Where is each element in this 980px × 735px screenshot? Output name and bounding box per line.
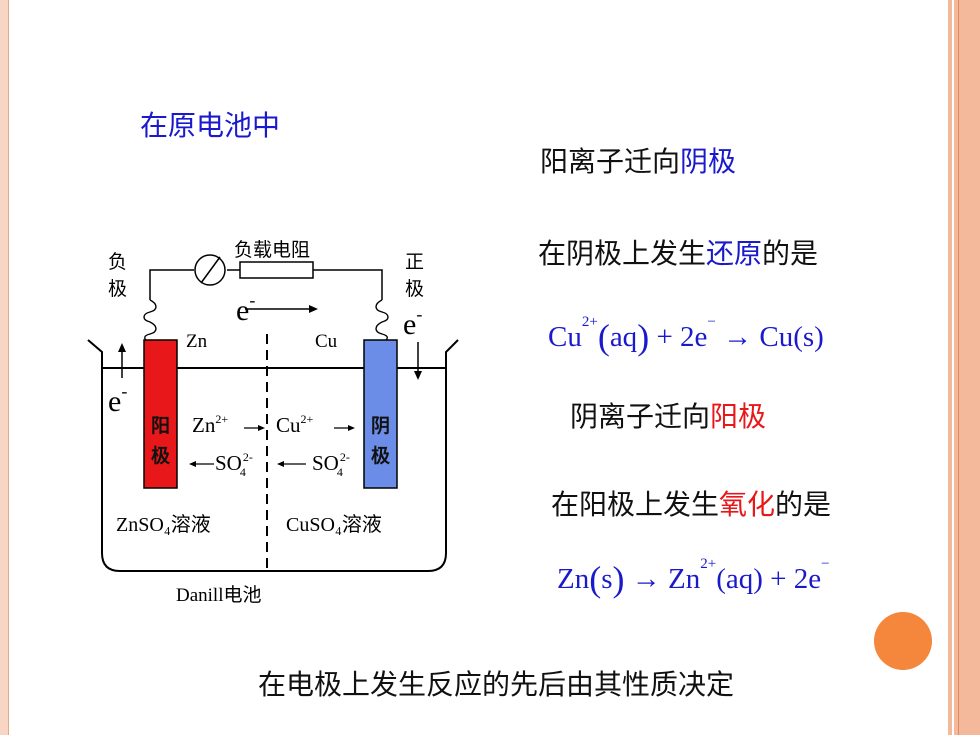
wire-left [149, 269, 194, 300]
text-part: 在阴极上发生 [538, 237, 707, 270]
ammeter-needle [200, 256, 221, 284]
zn-label: Zn [186, 331, 208, 352]
cation-migration-text: 阳离子迁向阴极 [540, 140, 736, 180]
anode-word: 阳极 [710, 400, 767, 433]
eq-charge: − [821, 556, 830, 572]
text-part: 阴离子迁向 [570, 400, 711, 433]
oxidation-equation: Zn(s) → Zn2+(aq) + 2e− [557, 556, 830, 599]
eq-term: Cu(s) [759, 321, 824, 353]
eq-term: aq [609, 321, 638, 353]
anode-label-2: 极 [151, 444, 171, 467]
eq-term: + 2e [656, 321, 708, 353]
eq-term: s [601, 563, 613, 595]
cathode-label-1: 阴 [371, 415, 390, 437]
negative-pole-label-2: 极 [108, 278, 127, 300]
eq-term: Zn [668, 563, 701, 595]
eq-term: Cu [548, 321, 582, 353]
eq-charge: 2+ [700, 556, 717, 572]
left-solution-label: ZnSO₄溶液 [116, 513, 211, 536]
wire-right [313, 269, 383, 300]
so4-label-left: SO2-4 [215, 450, 253, 479]
electron-label-top: e- [236, 290, 255, 327]
load-label: 负载电阻 [234, 239, 310, 261]
right-solution-label: CuSO₄溶液 [286, 513, 382, 536]
decorative-dot [874, 612, 932, 670]
reduction-equation: Cu2+(aq) + 2e− → Cu(s) [548, 314, 824, 357]
slide-title: 在原电池中 [140, 109, 281, 142]
anion-migration-text: 阴离子迁向阳极 [570, 395, 766, 435]
text-part: 的是 [775, 488, 832, 521]
eq-term: (aq) + 2e [716, 563, 822, 595]
load-resistor [239, 261, 314, 279]
zinc-electrode-anode [143, 339, 178, 489]
eq-arrow: → [631, 563, 661, 595]
diagram-caption: Danill电池 [176, 584, 262, 606]
slide-frame-left [0, 0, 9, 735]
cu-ion-label: Cu2+ [276, 412, 314, 437]
frame-stripe [952, 0, 954, 735]
text-part: 阳离子迁向 [540, 145, 681, 178]
text-part: 在阳极上发生 [551, 488, 720, 521]
zn-ion-label: Zn2+ [192, 412, 228, 437]
cathode-word: 阴极 [680, 145, 737, 178]
oxidation-word: 氧化 [719, 488, 776, 521]
negative-pole-label-1: 负 [108, 251, 127, 273]
cu-label: Cu [315, 331, 338, 352]
positive-pole-label-1: 正 [405, 251, 424, 273]
copper-electrode-cathode [363, 339, 398, 489]
anode-label-1: 阳 [151, 415, 170, 437]
positive-pole-label-2: 极 [405, 278, 424, 300]
cathode-label-2: 极 [371, 444, 391, 467]
electron-label-left: e- [108, 381, 127, 418]
reduction-text: 在阴极上发生还原的是 [538, 232, 818, 272]
eq-term: Zn [557, 563, 590, 595]
text-part: 的是 [762, 237, 819, 270]
coil-right [375, 299, 389, 343]
electron-label-right: e- [403, 304, 422, 341]
so4-label-right: SO2-4 [312, 450, 350, 479]
reduction-word: 还原 [706, 237, 763, 270]
eq-charge: 2+ [581, 314, 598, 330]
frame-stripe [958, 0, 959, 735]
coil-left [143, 299, 157, 343]
beaker [87, 339, 459, 572]
conclusion-text: 在电极上发生反应的先后由其性质决定 [258, 668, 735, 701]
eq-charge: − [707, 314, 716, 330]
eq-arrow: → [723, 321, 753, 353]
oxidation-text: 在阳极上发生氧化的是 [551, 483, 831, 523]
